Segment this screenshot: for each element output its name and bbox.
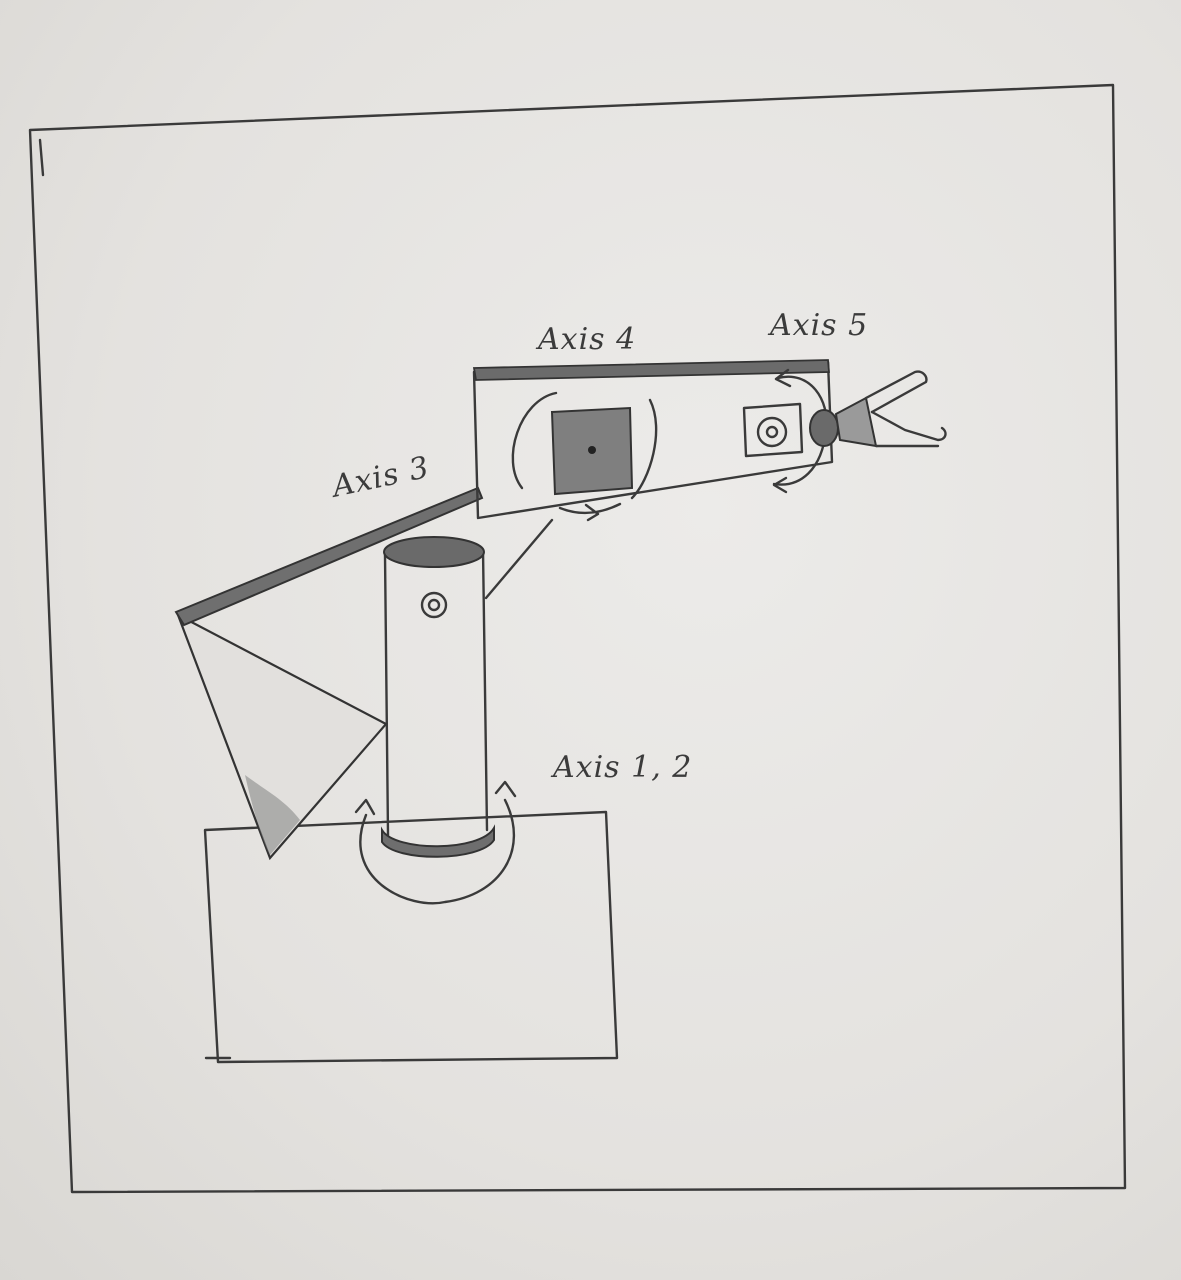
head-support-strut <box>486 520 552 598</box>
axis5-joint-block <box>744 404 802 456</box>
base-arrow-head-right <box>496 782 515 796</box>
axis4-joint-dot <box>588 446 596 454</box>
column-top <box>384 537 484 567</box>
column-joint-outer <box>422 593 446 617</box>
head-top-plate <box>474 360 829 380</box>
axis4-rotation-arrow-right <box>632 400 656 498</box>
column-joint-inner <box>429 600 439 610</box>
column-bottom-ring <box>382 828 494 857</box>
head-housing <box>474 362 832 518</box>
axis4-label: Axis 4 <box>538 322 636 357</box>
gripper-wrist <box>810 410 838 446</box>
base-arrow-head-left <box>356 800 374 814</box>
axis4-rotation-arrow-left <box>513 393 556 488</box>
gripper-lower-finger <box>872 412 945 446</box>
axis4-rotation-arrow-bottom <box>560 504 620 520</box>
axis5-label: Axis 5 <box>770 308 868 343</box>
axis12-label: Axis 1, 2 <box>553 750 692 785</box>
axis5-joint-inner <box>767 427 777 437</box>
gripper-upper-finger <box>866 372 926 412</box>
gripper-body <box>836 398 876 446</box>
axis5-joint-outer <box>758 418 786 446</box>
